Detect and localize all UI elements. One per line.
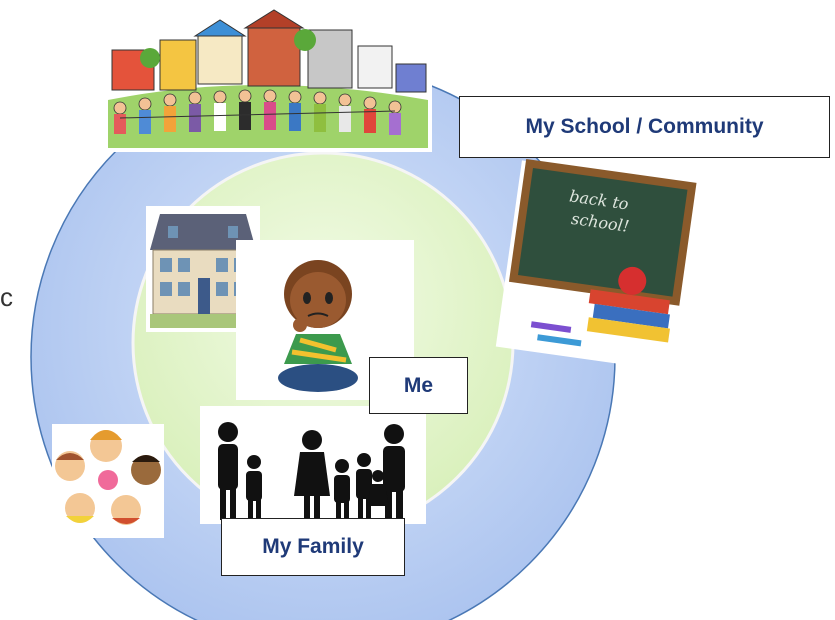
family-silhouette (200, 406, 426, 524)
community-illustration (102, 8, 432, 152)
kids-circle-illustration (52, 424, 164, 538)
community-label: My School / Community (459, 96, 830, 158)
family-label: My Family (221, 518, 405, 576)
back-to-school-illustration: back to school! (495, 158, 701, 372)
me-label: Me (369, 357, 468, 414)
edge-character: c (0, 282, 13, 312)
